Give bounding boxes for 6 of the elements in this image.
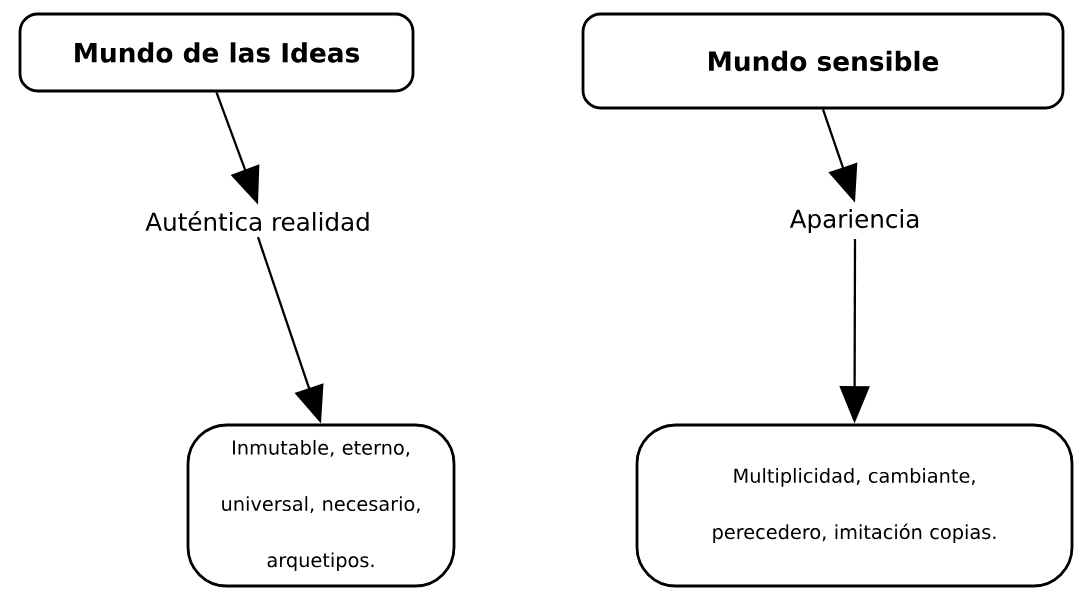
title-box: Mundo de las Ideas bbox=[18, 12, 415, 93]
title-box: Mundo sensible bbox=[581, 12, 1065, 110]
concept-label: Auténtica realidad bbox=[145, 211, 369, 231]
concept-label: Apariencia bbox=[789, 209, 919, 233]
description-box: Multiplicidad, cambiante, perecedero, imitación copias. bbox=[635, 423, 1074, 588]
description-box: Inmutable, eterno, universal, necesario, arquetipos. bbox=[186, 423, 456, 588]
